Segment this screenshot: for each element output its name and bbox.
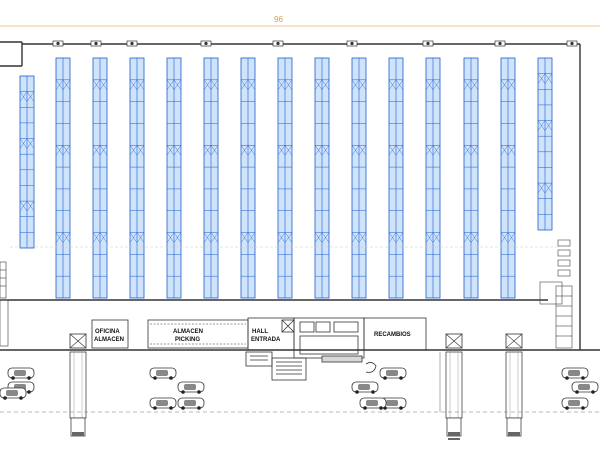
left-stairs	[0, 261, 9, 347]
truck-dock	[69, 333, 87, 437]
parking-cars	[0, 367, 599, 410]
column-marker	[566, 40, 578, 47]
rack-row	[351, 57, 367, 299]
truck-dock	[448, 438, 460, 440]
truck-dock	[445, 333, 463, 437]
car	[379, 397, 407, 410]
column-marker	[346, 40, 358, 47]
car	[7, 367, 35, 380]
car	[571, 381, 599, 394]
rack-row	[277, 57, 293, 299]
rack-rows	[19, 57, 553, 299]
rack-row	[500, 57, 516, 299]
overall-dimension: 96	[0, 15, 600, 27]
rack-row	[129, 57, 145, 299]
column-markers	[52, 40, 578, 47]
column-marker	[200, 40, 212, 47]
car	[561, 397, 589, 410]
car	[177, 397, 205, 410]
rack-row	[314, 57, 330, 299]
rack-row	[203, 57, 219, 299]
rack-row	[240, 57, 256, 299]
rack-row	[92, 57, 108, 299]
column-marker	[52, 40, 64, 47]
oficina-label-line2: ALMACEN	[94, 337, 124, 343]
column-marker	[126, 40, 138, 47]
car	[149, 367, 177, 380]
car	[359, 397, 387, 410]
column-marker	[494, 40, 506, 47]
offices-block	[91, 317, 427, 381]
right-equipment	[539, 239, 573, 349]
rack-row	[19, 75, 35, 249]
truck-docks	[69, 333, 523, 440]
oficina-label-line1: OFICINA	[95, 329, 120, 335]
rack-row	[388, 57, 404, 299]
car	[149, 397, 177, 410]
rack-row	[55, 57, 71, 299]
rack-row	[463, 57, 479, 299]
rack-row	[537, 57, 553, 231]
site-boundary	[0, 352, 600, 413]
recambios-label: RECAMBIOS	[374, 332, 411, 338]
room-labels: OFICINA ALMACEN ALMACEN PICKING HALL ENT…	[94, 329, 411, 343]
almacen-picking-label-line2: PICKING	[175, 337, 200, 343]
dimension-label: 96	[274, 15, 283, 24]
car	[379, 367, 407, 380]
rack-row	[425, 57, 441, 299]
column-marker	[90, 40, 102, 47]
column-marker	[422, 40, 434, 47]
truck-dock	[505, 333, 523, 437]
car	[561, 367, 589, 380]
column-marker	[272, 40, 284, 47]
car	[0, 387, 27, 400]
almacen-picking-label-line1: ALMACEN	[173, 329, 203, 335]
hall-entrada-label-line2: ENTRADA	[251, 337, 281, 343]
rack-row	[166, 57, 182, 299]
hall-entrada-label-line1: HALL	[252, 329, 268, 335]
car	[351, 381, 379, 394]
car	[177, 381, 205, 394]
